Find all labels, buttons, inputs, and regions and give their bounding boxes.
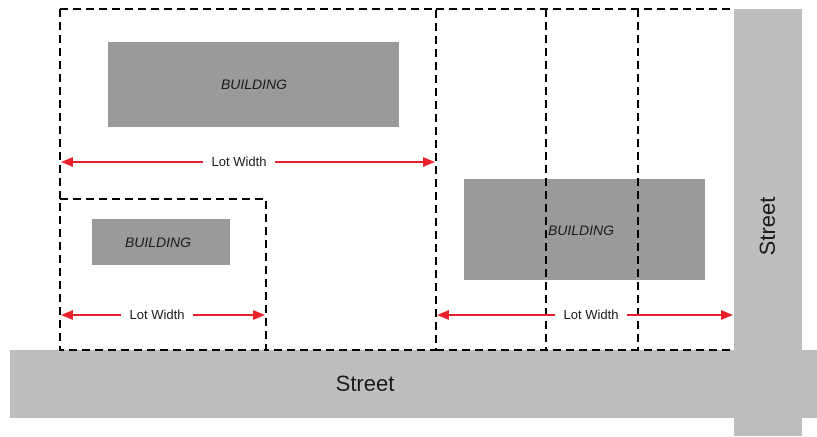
building-3: [464, 179, 705, 280]
lot-line-top-left: [59, 8, 437, 351]
lot-width-label-1: Lot Width: [212, 154, 267, 169]
lot-line-bottom-left: [59, 198, 267, 351]
street-bottom-label: Street: [336, 371, 395, 396]
lot-line-right-group: [436, 8, 734, 351]
street-right-label: Street: [755, 197, 780, 256]
building-1-label: BUILDING: [221, 76, 287, 92]
building-1: [108, 42, 399, 127]
dimension-arrow-1: [61, 153, 435, 171]
dimension-arrow-2: [61, 306, 265, 324]
street-bottom: [10, 350, 817, 418]
building-2: [92, 219, 230, 265]
lot-width-label-3: Lot Width: [564, 307, 619, 322]
lot-width-label-2: Lot Width: [130, 307, 185, 322]
building-3-label: BUILDING: [548, 222, 614, 238]
building-2-label: BUILDING: [125, 234, 191, 250]
dimension-arrow-3: [437, 306, 733, 324]
